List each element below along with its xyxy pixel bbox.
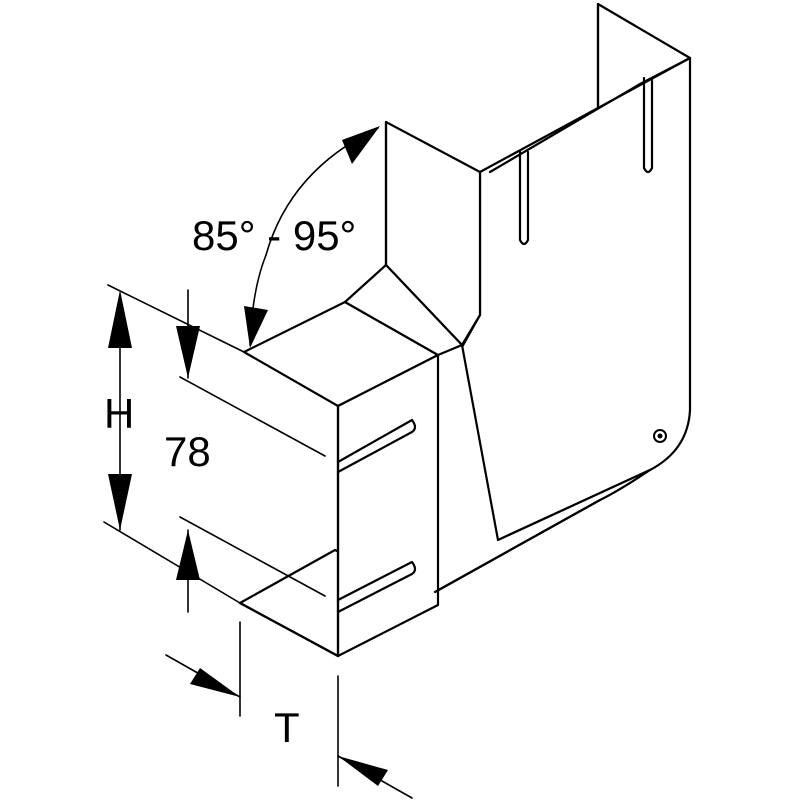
t-arrow-left bbox=[190, 668, 240, 697]
depth-dimension: 78 bbox=[164, 289, 326, 613]
angle-label: 85° - 95° bbox=[192, 212, 356, 259]
floor-edge bbox=[238, 498, 602, 658]
thickness-symbol: T bbox=[274, 704, 300, 751]
rear-plate-fold bbox=[488, 56, 692, 174]
height-value: 78 bbox=[164, 428, 211, 475]
angle-arrow-top bbox=[342, 126, 380, 164]
horizontal-section bbox=[238, 263, 652, 658]
height-dimension: H bbox=[103, 284, 245, 604]
front-slot-2 bbox=[336, 560, 417, 614]
rear-slot-2 bbox=[642, 76, 654, 174]
h-arrow-bottom bbox=[108, 474, 132, 530]
rear-slot-1 bbox=[518, 150, 530, 246]
angle-arrow-bottom bbox=[244, 306, 268, 348]
rear-side-plate bbox=[450, 2, 692, 542]
front-slot-1 bbox=[336, 418, 417, 474]
dim78-arrow-top bbox=[176, 326, 200, 378]
t-arrow-right bbox=[338, 756, 388, 786]
angle-dimension: 85° - 95° bbox=[192, 126, 380, 348]
front-side-plate bbox=[336, 353, 440, 658]
bend-cover bbox=[343, 263, 464, 357]
h-arrow-top bbox=[108, 290, 132, 348]
dim78-arrow-bottom bbox=[176, 530, 200, 580]
height-symbol: H bbox=[104, 390, 134, 437]
thickness-dimension: T bbox=[165, 621, 413, 799]
